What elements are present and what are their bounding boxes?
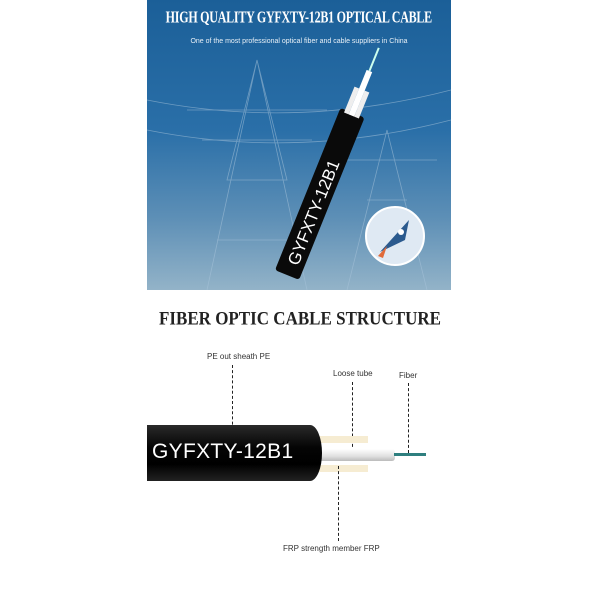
fiber (394, 453, 426, 456)
banner-title: HIGH QUALITY GYFXTY-12B1 OPTICAL CABLE (165, 9, 433, 28)
label-fiber: Fiber (399, 371, 418, 380)
product-banner: GYFXTY-12B1 HIGH QUALITY GYFXTY-12B1 OPT… (147, 0, 451, 290)
cable-sheath: GYFXTY-12B1 (147, 425, 322, 481)
rocket-icon (365, 206, 425, 266)
label-loose-tube: Loose tube (333, 369, 373, 378)
leader-sheath (232, 365, 233, 440)
banner-title-container: HIGH QUALITY GYFXTY-12B1 OPTICAL CABLE (147, 8, 451, 30)
power-tower-background: GYFXTY-12B1 (147, 47, 451, 290)
frp-rod-bottom (318, 465, 368, 472)
banner-subtitle: One of the most professional optical fib… (190, 38, 408, 45)
structure-title: FIBER OPTIC CABLE STRUCTURE (159, 308, 441, 329)
leader-loose-tube (352, 382, 353, 452)
cable-print: GYFXTY-12B1 (152, 440, 294, 463)
leader-fiber (408, 383, 409, 453)
banner-cable-print: GYFXTY-12B1 (284, 157, 344, 268)
loose-tube (311, 449, 395, 461)
label-frp: FRP strength member FRP (283, 544, 380, 553)
frp-rod-top (318, 436, 368, 443)
label-sheath: PE out sheath PE (207, 352, 271, 361)
leader-frp (338, 466, 339, 541)
